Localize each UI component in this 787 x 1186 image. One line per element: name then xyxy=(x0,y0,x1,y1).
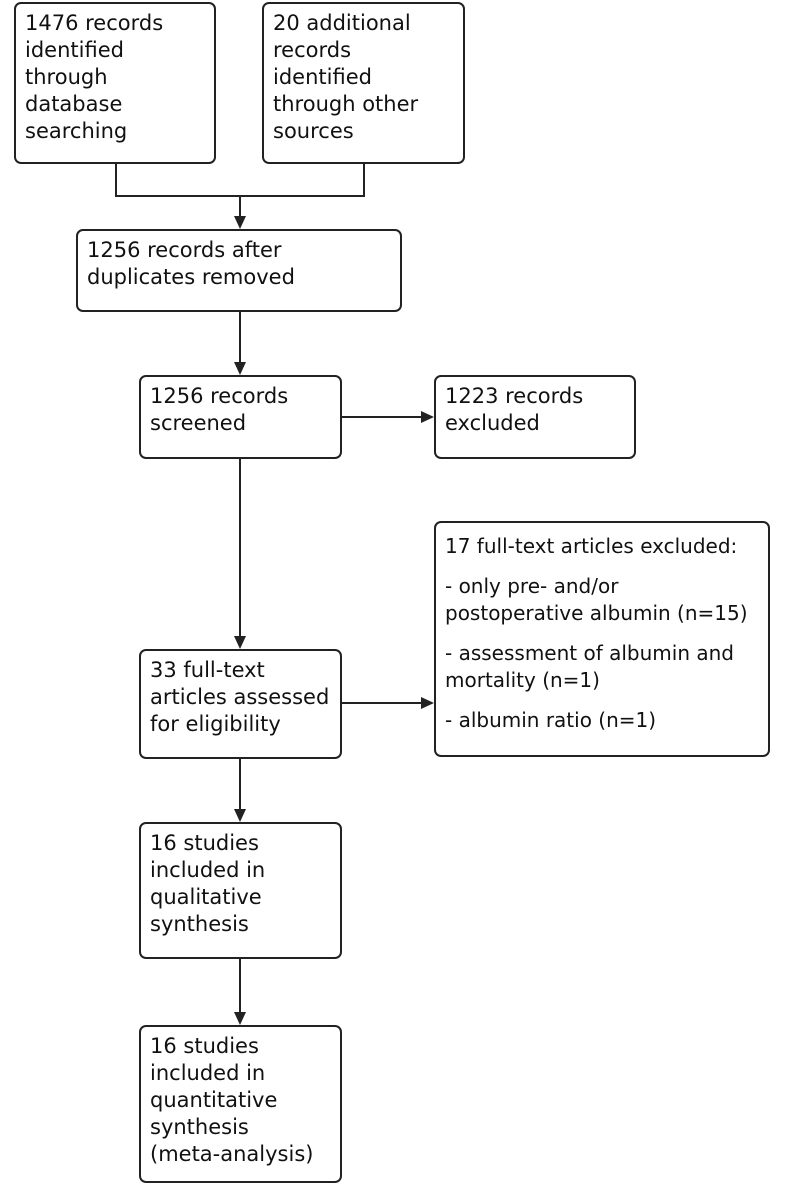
box-text-line: quantitative xyxy=(150,1088,278,1112)
box-text-line: 20 additional xyxy=(273,11,411,35)
arrowhead-to-screened xyxy=(234,362,246,375)
records-screened-box: 1256 records screened xyxy=(139,375,342,459)
records-identified-database-box: 1476 records identified through database… xyxy=(14,2,216,164)
exclusion-reason-line: - assessment of albumin and xyxy=(445,641,734,665)
records-after-duplicates-box: 1256 records after duplicates removed xyxy=(76,229,402,312)
box-text-line: (meta-analysis) xyxy=(150,1142,314,1166)
box-text-line: through xyxy=(25,65,108,89)
exclusion-reason-line: - only pre- and/or xyxy=(445,574,619,598)
box-text-line: 1223 records xyxy=(445,384,584,408)
box-text-line: qualitative xyxy=(150,885,262,909)
arrowhead-to-after-duplicates xyxy=(234,216,246,229)
arrowhead-to-quantitative xyxy=(234,1012,246,1025)
full-text-excluded-box: 17 full-text articles excluded: - only p… xyxy=(434,521,770,757)
records-excluded-box: 1223 records excluded xyxy=(434,375,636,459)
box-text-line: included in xyxy=(150,858,266,882)
exclusion-reason-line: mortality (n=1) xyxy=(445,668,600,692)
arrowhead-to-qualitative xyxy=(234,809,246,822)
box-text-line: screened xyxy=(150,411,247,435)
box-text-line: 16 studies xyxy=(150,1034,259,1058)
box-text-line: articles assessed xyxy=(150,685,330,709)
full-text-assessed-box: 33 full-text articles assessed for eligi… xyxy=(139,649,342,759)
quantitative-synthesis-box: 16 studies included in quantitative synt… xyxy=(139,1025,342,1183)
box-text-line: identified xyxy=(273,65,372,89)
box-text-line: database xyxy=(25,92,123,116)
box-text-line: 1256 records after xyxy=(87,238,282,262)
box-text-line: sources xyxy=(273,119,354,143)
box-text-line: 1256 records xyxy=(150,384,289,408)
box-text-line: excluded xyxy=(445,411,540,435)
arrowhead-to-excluded-articles xyxy=(421,697,434,709)
excluded-heading: 17 full-text articles excluded: xyxy=(445,534,738,558)
box-text-line: duplicates removed xyxy=(87,265,295,289)
box-text-line: included in xyxy=(150,1061,266,1085)
box-text-line: synthesis xyxy=(150,1115,249,1139)
box-text-line: 1476 records xyxy=(25,11,164,35)
box-text-line: records xyxy=(273,38,352,62)
qualitative-synthesis-box: 16 studies included in qualitative synth… xyxy=(139,822,342,959)
box-text-line: for eligibility xyxy=(150,712,281,736)
exclusion-reason-line: postoperative albumin (n=15) xyxy=(445,601,748,625)
box-text-line: 33 full-text xyxy=(150,658,265,682)
arrowhead-to-excluded xyxy=(421,411,434,423)
box-text-line: through other xyxy=(273,92,419,116)
box-text-line: searching xyxy=(25,119,128,143)
box-text-line: 16 studies xyxy=(150,831,259,855)
arrowhead-to-full-text xyxy=(234,636,246,649)
records-identified-other-box: 20 additional records identified through… xyxy=(262,2,465,164)
box-text-line: synthesis xyxy=(150,912,249,936)
box-text-line: identified xyxy=(25,38,124,62)
exclusion-reason-line: - albumin ratio (n=1) xyxy=(445,708,657,732)
